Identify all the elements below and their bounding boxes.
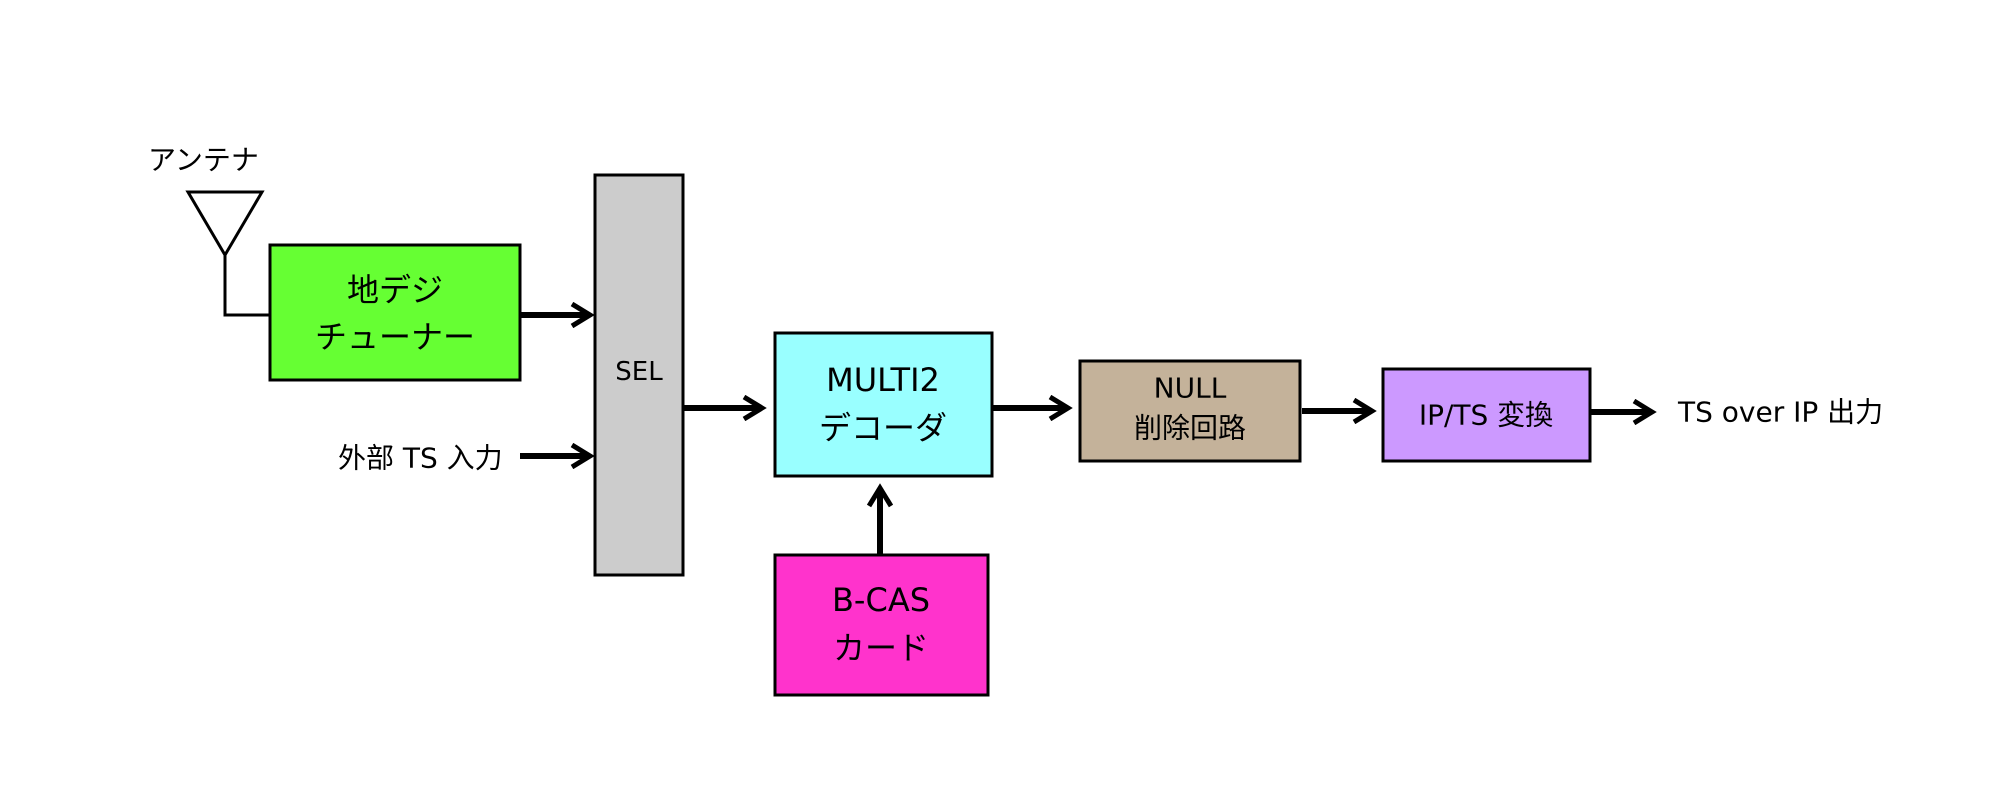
bcas-label-line1: B-CAS [832,581,930,619]
decoder-label-line1: MULTI2 [826,361,940,399]
output-label: TS over IP 出力 [1677,396,1883,429]
ipts-block: IP/TS 変換 [1381,367,1592,463]
null-label-line2: 削除回路 [1134,412,1246,445]
null-label-line1: NULL [1154,372,1227,405]
tuner-label-line2: チューナー [315,318,475,356]
bcas-label-line2: カード [833,629,929,667]
arrows [520,315,1652,555]
decoder-block: MULTI2 デコーダ [773,331,994,478]
tuner-block: 地デジ チューナー [268,243,522,382]
bcas-block: B-CAS カード [773,553,990,697]
sel-block: SEL [593,173,685,577]
antenna-icon [185,190,270,317]
ipts-label: IP/TS 変換 [1419,399,1553,432]
tuner-label-line1: 地デジ [347,271,443,309]
null-removal-block: NULL 削除回路 [1078,359,1302,463]
sel-label: SEL [615,357,663,387]
antenna-label: アンテナ [148,144,259,177]
decoder-label-line2: デコーダ [819,409,947,447]
external-ts-label: 外部 TS 入力 [338,442,503,475]
